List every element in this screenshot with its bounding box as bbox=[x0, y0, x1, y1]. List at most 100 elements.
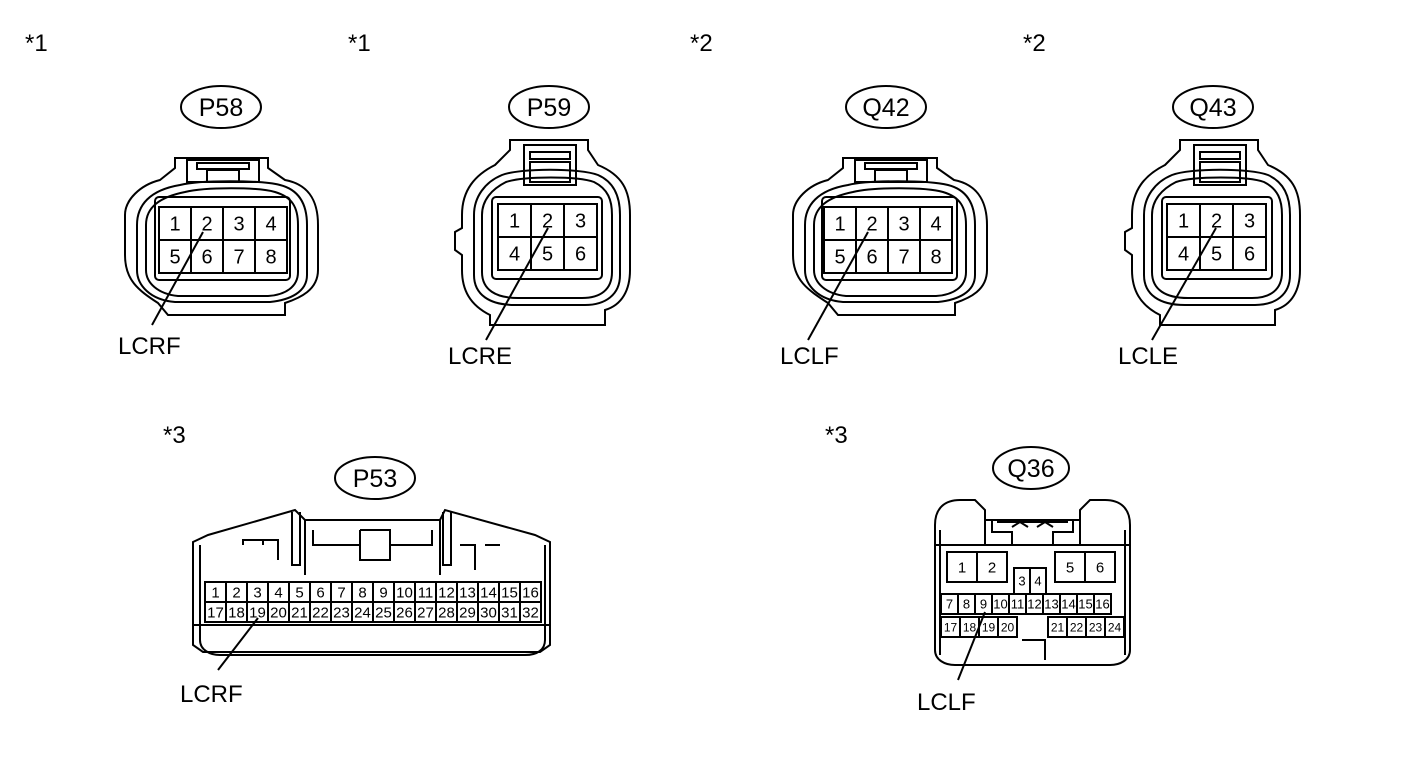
p53-pin-12: 12 bbox=[438, 584, 455, 601]
wire-label: LCLE bbox=[1118, 343, 1178, 370]
p53-pin-21: 21 bbox=[291, 604, 308, 621]
q42-pin-2: 2 bbox=[866, 214, 877, 236]
p59-pin-1: 1 bbox=[509, 211, 520, 233]
wire-leader bbox=[957, 611, 986, 681]
p58-pin-4: 4 bbox=[265, 214, 276, 236]
q36-pin-5: 5 bbox=[1066, 559, 1074, 576]
note-q36: *3 bbox=[825, 422, 848, 449]
q42-pin-6: 6 bbox=[866, 247, 877, 269]
p53-pin-15: 15 bbox=[501, 584, 518, 601]
q36-pin-11: 11 bbox=[1011, 597, 1025, 612]
q43-pin-5: 5 bbox=[1211, 244, 1222, 266]
note-p59: *1 bbox=[348, 30, 371, 57]
connector-id: P53 bbox=[353, 465, 397, 493]
p53-pin-6: 6 bbox=[316, 584, 324, 601]
q42-pin-5: 5 bbox=[834, 247, 845, 269]
q36-pin-22: 22 bbox=[1070, 620, 1084, 634]
q42-pin-4: 4 bbox=[930, 214, 941, 236]
p53-pin-8: 8 bbox=[358, 584, 366, 601]
p53-pin-32-cell bbox=[519, 601, 542, 623]
p58-pin-6: 6 bbox=[201, 247, 212, 269]
q36-pin-23: 23 bbox=[1089, 620, 1103, 634]
connector-id-oval bbox=[845, 85, 927, 129]
q43-pin-4: 4 bbox=[1178, 244, 1189, 266]
p53-pin-14: 14 bbox=[480, 584, 497, 601]
p58-pin-8-cell bbox=[254, 239, 288, 274]
q43-pin-6: 6 bbox=[1244, 244, 1255, 266]
p53-pin-32: 32 bbox=[522, 604, 539, 621]
p58-housing bbox=[124, 157, 319, 316]
connector-id-oval bbox=[508, 85, 590, 129]
p53-pin-11: 11 bbox=[418, 584, 434, 601]
q36-pin-24-cell bbox=[1104, 616, 1125, 638]
p59-pin-6: 6 bbox=[575, 244, 586, 266]
q36-pin-15: 15 bbox=[1078, 597, 1092, 612]
p53-pin-2: 2 bbox=[232, 584, 240, 601]
wire-leader bbox=[807, 231, 869, 341]
p58-pin-5: 5 bbox=[169, 247, 180, 269]
p53-pin-9: 9 bbox=[379, 584, 387, 601]
wire-leader bbox=[485, 227, 549, 341]
wire-leader bbox=[1151, 227, 1217, 341]
connector-id: Q36 bbox=[1007, 455, 1054, 483]
q36-pin-14: 14 bbox=[1061, 597, 1075, 612]
q36-pin-13: 13 bbox=[1044, 597, 1058, 612]
p58-pin-2: 2 bbox=[201, 214, 212, 236]
q36-pin-20: 20 bbox=[1001, 620, 1015, 634]
p53-pin-10: 10 bbox=[396, 584, 413, 601]
q36-pin-12: 12 bbox=[1027, 597, 1041, 612]
connector-id-oval bbox=[1172, 85, 1254, 129]
p53-pin-16: 16 bbox=[522, 584, 539, 601]
p53-pin-28: 28 bbox=[438, 604, 455, 621]
connector-id: P59 bbox=[527, 94, 571, 122]
p53-pin-1: 1 bbox=[211, 584, 219, 601]
connector-id-oval bbox=[334, 456, 416, 500]
p53-pin-26: 26 bbox=[396, 604, 413, 621]
p53-pin-24: 24 bbox=[354, 604, 371, 621]
p53-pin-5: 5 bbox=[295, 584, 303, 601]
p53-pin-19: 19 bbox=[249, 604, 266, 621]
connector-id-oval bbox=[992, 446, 1070, 490]
p53-pin-30: 30 bbox=[480, 604, 497, 621]
p53-pin-31: 31 bbox=[501, 604, 518, 621]
p59-pin-6-cell bbox=[563, 236, 598, 271]
q36-pin-16: 16 bbox=[1095, 597, 1109, 612]
q36-pin-9: 9 bbox=[980, 597, 987, 612]
q36-pin-17: 17 bbox=[944, 620, 958, 634]
connector-id: Q42 bbox=[862, 94, 909, 122]
q43-pin-1: 1 bbox=[1178, 211, 1189, 233]
p58-pin-3: 3 bbox=[233, 214, 244, 236]
q36-pin-1: 1 bbox=[958, 559, 966, 576]
wire-leader bbox=[151, 231, 204, 326]
connector-id: Q43 bbox=[1189, 94, 1236, 122]
note-q43: *2 bbox=[1023, 30, 1046, 57]
connector-id-oval bbox=[180, 85, 262, 129]
q42-pin-1: 1 bbox=[834, 214, 845, 236]
q36-pin-10: 10 bbox=[993, 597, 1007, 612]
p58-pin-7: 7 bbox=[233, 247, 244, 269]
p53-pin-7: 7 bbox=[337, 584, 345, 601]
q36-pin-18: 18 bbox=[963, 620, 977, 634]
p59-housing bbox=[454, 139, 631, 326]
q36-pin-7: 7 bbox=[946, 597, 953, 612]
wire-label: LCRF bbox=[118, 333, 181, 360]
q43-pin-2: 2 bbox=[1211, 211, 1222, 233]
p53-pin-18: 18 bbox=[228, 604, 245, 621]
q42-housing bbox=[792, 157, 988, 316]
q36-pin-8: 8 bbox=[963, 597, 970, 612]
q36-pin-24: 24 bbox=[1108, 620, 1122, 634]
p58-pin-1: 1 bbox=[169, 214, 180, 236]
note-q42: *2 bbox=[690, 30, 713, 57]
q36-pin-19: 19 bbox=[982, 620, 996, 634]
wire-leader bbox=[217, 617, 259, 671]
p53-pin-29: 29 bbox=[459, 604, 476, 621]
p53-pin-27: 27 bbox=[417, 604, 434, 621]
p53-pin-3: 3 bbox=[253, 584, 261, 601]
p59-pin-2: 2 bbox=[542, 211, 553, 233]
p58-pin-8: 8 bbox=[265, 247, 276, 269]
q36-pin-3: 3 bbox=[1018, 574, 1025, 589]
p53-housing bbox=[192, 508, 551, 656]
